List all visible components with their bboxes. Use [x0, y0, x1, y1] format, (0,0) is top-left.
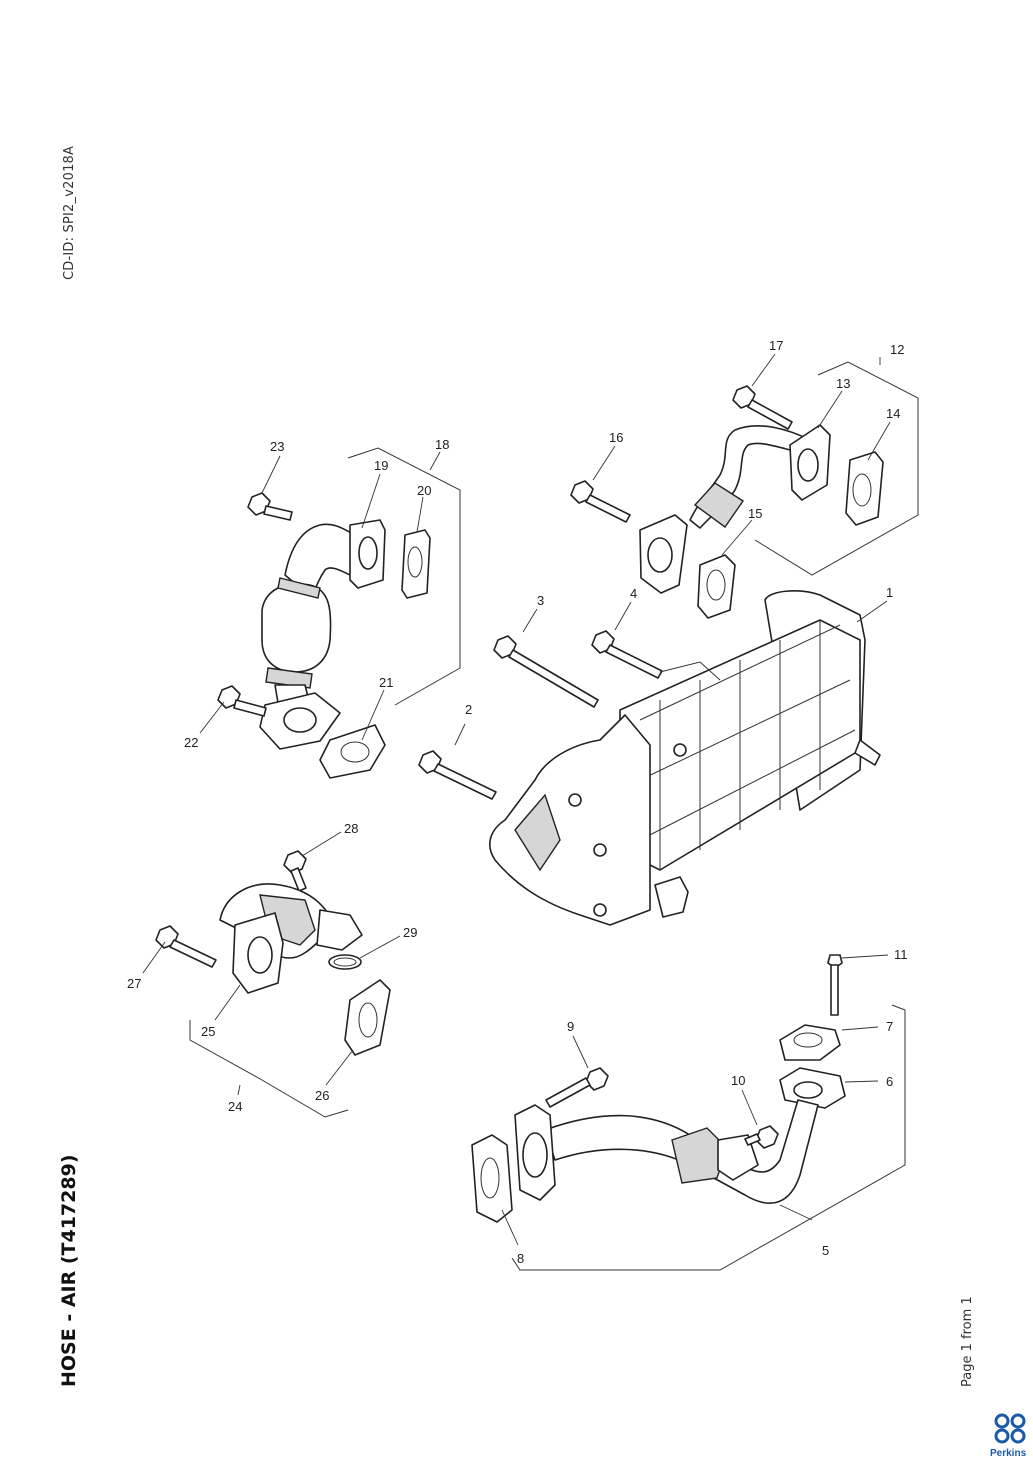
bolt-17 — [732, 385, 793, 430]
callout-22: 22 — [184, 735, 198, 750]
callout-12: 12 — [890, 342, 904, 357]
callout-27: 27 — [127, 976, 141, 991]
perkins-logo — [994, 1413, 1026, 1444]
callout-18: 18 — [435, 437, 449, 452]
callout-19: 19 — [374, 458, 388, 473]
callout-4: 4 — [630, 586, 637, 601]
brand-name: Perkins — [990, 1448, 1027, 1459]
tube-assembly-5 — [471, 954, 906, 1271]
callout-23: 23 — [270, 439, 284, 454]
egr-cooler-1 — [489, 590, 881, 926]
callout-11: 11 — [894, 947, 908, 962]
callout-5: 5 — [822, 1243, 829, 1258]
callout-labels: 1 2 3 4 5 6 7 8 9 10 11 12 13 14 15 16 1… — [127, 338, 908, 1266]
tube-assembly-12 — [570, 361, 919, 619]
callout-29: 29 — [403, 925, 417, 940]
callout-10: 10 — [731, 1073, 745, 1088]
callout-8: 8 — [517, 1251, 524, 1266]
callout-2: 2 — [465, 702, 472, 717]
callout-26: 26 — [315, 1088, 329, 1103]
callout-20: 20 — [417, 483, 431, 498]
callout-24: 24 — [228, 1099, 242, 1114]
tube-assembly-18 — [217, 447, 461, 779]
leader-lines — [142, 353, 891, 1246]
callout-15: 15 — [748, 506, 762, 521]
callout-1: 1 — [886, 585, 893, 600]
callout-14: 14 — [886, 406, 900, 421]
bolts-2-3-4 — [418, 630, 721, 800]
callout-6: 6 — [886, 1074, 893, 1089]
callout-7: 7 — [886, 1019, 893, 1034]
callout-13: 13 — [836, 376, 850, 391]
callout-21: 21 — [379, 675, 393, 690]
callout-9: 9 — [567, 1019, 574, 1034]
callout-17: 17 — [769, 338, 783, 353]
callout-3: 3 — [537, 593, 544, 608]
callout-16: 16 — [609, 430, 623, 445]
callout-25: 25 — [201, 1024, 215, 1039]
callout-28: 28 — [344, 821, 358, 836]
tube-assembly-24 — [155, 850, 391, 1118]
